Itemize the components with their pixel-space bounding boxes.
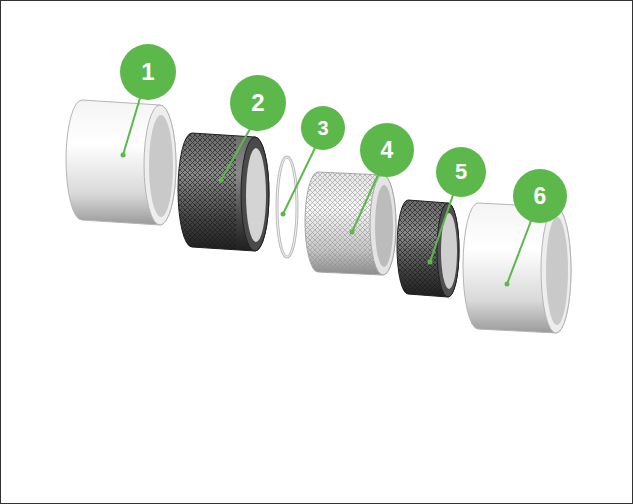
knurled-ring — [397, 200, 459, 297]
callout-number: 5 — [436, 147, 486, 197]
callout-number: 4 — [360, 123, 414, 177]
callout-number: 1 — [120, 44, 176, 100]
callout-number: 2 — [230, 75, 286, 131]
knurled-nut — [178, 133, 269, 251]
callout-number: 6 — [513, 169, 567, 223]
knurled-body — [305, 172, 396, 275]
sleeve-part — [463, 203, 571, 333]
sleeve-part — [66, 100, 176, 225]
callout-number: 3 — [301, 106, 345, 150]
leader-lines — [121, 98, 532, 287]
